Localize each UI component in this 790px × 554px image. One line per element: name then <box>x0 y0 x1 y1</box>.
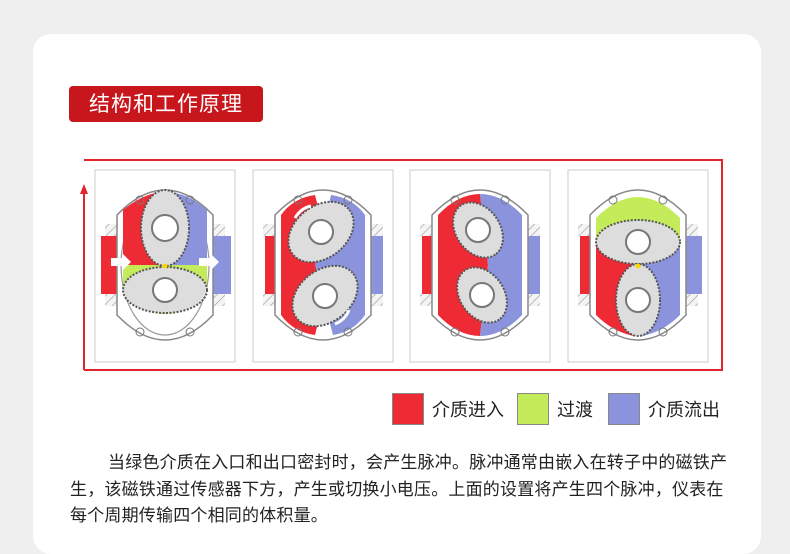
section-title: 结构和工作原理 <box>69 86 263 122</box>
legend-label-inlet: 介质进入 <box>432 400 504 421</box>
legend-item-inlet: 介质进入 <box>392 392 504 426</box>
legend-item-outlet: 介质流出 <box>608 392 720 426</box>
description-paragraph: 当绿色介质在入口和出口密封时，会产生脉冲。脉冲通常由嵌入在转子中的磁铁产生，该磁… <box>70 453 728 526</box>
flow-arrow-head <box>80 184 88 194</box>
pump-panel-4 <box>567 169 709 363</box>
pump-panel-2 <box>252 169 394 363</box>
pump-panel-3 <box>409 169 551 363</box>
pump-panel-1 <box>94 169 236 363</box>
legend-label-transition: 过渡 <box>557 400 593 421</box>
legend-label-outlet: 介质流出 <box>648 400 720 421</box>
legend-swatch-outlet <box>608 393 640 425</box>
flow-frame-box <box>84 159 723 371</box>
legend-swatch-inlet <box>392 393 424 425</box>
legend-item-transition: 过渡 <box>517 392 593 426</box>
legend-swatch-transition <box>517 393 549 425</box>
working-principle-diagram <box>80 159 723 371</box>
